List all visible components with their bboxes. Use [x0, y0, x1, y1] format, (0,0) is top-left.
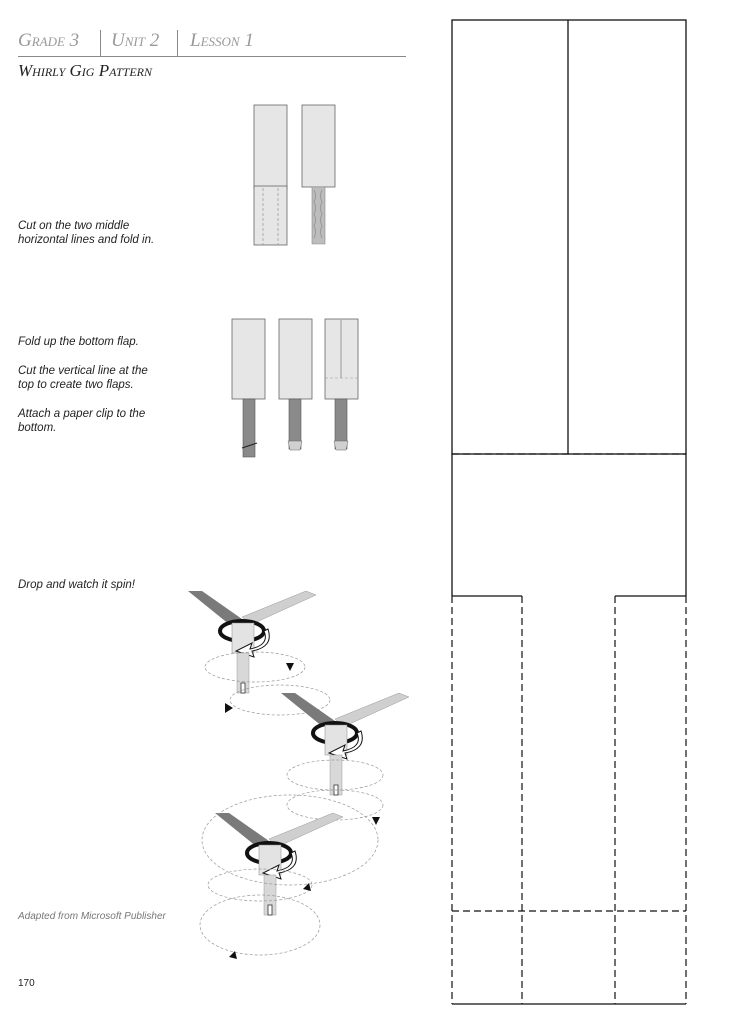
step-paperclip-instruction: Attach a paper clip to the bottom. — [18, 407, 145, 435]
page-number: 170 — [18, 978, 35, 989]
instruction-line: Attach a paper clip to the — [18, 408, 146, 420]
illustration-fold-clip — [231, 318, 359, 458]
illustration-cut-fold — [253, 104, 336, 246]
header-lesson: Lesson 1 — [190, 30, 254, 51]
instruction-line: Fold up the bottom flap. — [18, 336, 139, 348]
header-grade: Grade 3 — [18, 30, 80, 51]
instruction-line: Cut the vertical line at the — [18, 365, 148, 377]
page-title: Whirly Gig Pattern — [18, 61, 152, 80]
header-unit: Unit 2 — [111, 30, 160, 51]
instruction-line: horizontal lines and fold in. — [18, 234, 155, 246]
header-rule — [18, 56, 406, 57]
header-separator — [177, 30, 178, 56]
header-separator — [100, 30, 101, 56]
illustration-spinning — [186, 589, 411, 959]
step-drop-instruction: Drop and watch it spin! — [18, 578, 135, 592]
step-fold-instruction: Fold up the bottom flap. — [18, 335, 139, 349]
step-cut-instruction: Cut on the two middle horizontal lines a… — [18, 219, 154, 247]
instruction-line: Drop and watch it spin! — [18, 579, 135, 591]
instruction-line: bottom. — [18, 422, 57, 434]
instruction-line: top to create two flaps. — [18, 379, 134, 391]
step-cut-vertical-instruction: Cut the vertical line at the top to crea… — [18, 364, 148, 392]
credit-text: Adapted from Microsoft Publisher — [18, 911, 166, 922]
whirly-gig-pattern-outline — [451, 19, 687, 1005]
instruction-line: Cut on the two middle — [18, 220, 130, 232]
